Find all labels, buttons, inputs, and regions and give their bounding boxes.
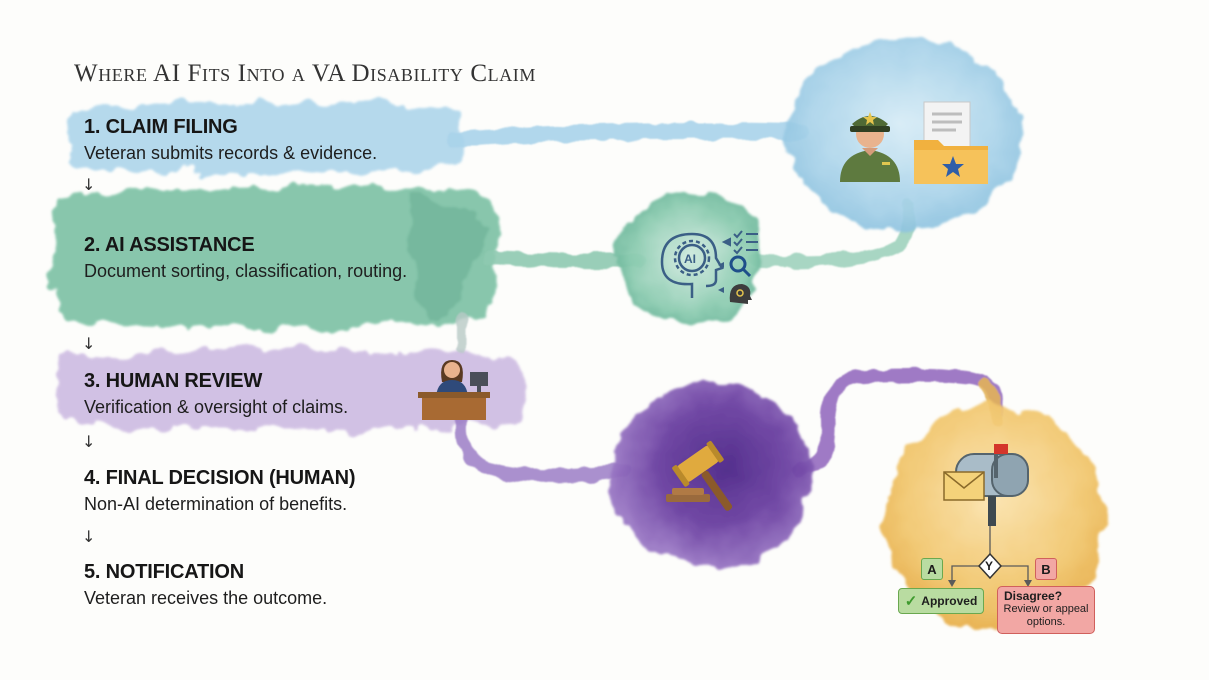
step-final-decision: 4. FINAL DECISION (HUMAN) Non-AI determi… [84, 467, 356, 515]
step-description: Veteran receives the outcome. [84, 588, 328, 608]
step2-wash [53, 185, 497, 328]
step-ai-assistance: 2. AI ASSISTANCE Document sorting, class… [84, 234, 407, 282]
step-heading: 5. NOTIFICATION [84, 561, 244, 583]
branch-y-tag: Y [984, 559, 993, 573]
step1-blob [787, 40, 1023, 230]
step-heading: 2. AI ASSISTANCE [84, 234, 255, 256]
step1-wash [72, 102, 465, 174]
step3-wash [57, 348, 524, 430]
envelope-icon [943, 471, 985, 501]
step2-blob [618, 192, 762, 324]
ai-head-icon: AI [660, 232, 724, 298]
step-description: Verification & oversight of claims. [84, 397, 349, 417]
step-human-review: 3. HUMAN REVIEW Verification & oversight… [84, 370, 348, 418]
step-description: Veteran submits records & evidence. [84, 143, 378, 163]
folder-document-icon [914, 101, 988, 184]
step-claim-filing: 1. CLAIM FILING Veteran submits records … [84, 116, 377, 164]
checklist-icon [721, 230, 758, 255]
arrow-down-icon: ↓ [82, 432, 96, 451]
step4-blob [612, 383, 812, 567]
arrow-down-icon: ↓ [82, 527, 96, 546]
step-description: Document sorting, classification, routin… [84, 261, 408, 281]
page-title: Where AI Fits Into a VA Disability Claim [74, 60, 537, 87]
decision-lines [948, 526, 1032, 587]
magnifier-icon [718, 255, 752, 278]
approved-box: ✓ Approved [898, 588, 984, 614]
disagree-text: Review or appeal options. [1003, 603, 1089, 628]
branch-a-tag: A [921, 558, 943, 580]
step-description: Non-AI determination of benefits. [84, 494, 348, 514]
step-notification: 5. NOTIFICATION Veteran receives the out… [84, 561, 327, 609]
arrow-down-icon: ↓ [82, 175, 96, 194]
step-heading: 1. CLAIM FILING [84, 116, 238, 138]
disagree-title: Disagree? [1004, 589, 1063, 603]
soldier-icon [840, 112, 900, 182]
gavel-icon [666, 440, 733, 511]
approved-label: Approved [921, 594, 978, 608]
person-head-icon [718, 284, 752, 304]
reviewer-at-desk-icon [418, 360, 490, 420]
connectors [447, 123, 1006, 483]
svg-text:AI: AI [684, 252, 696, 266]
step-heading: 3. HUMAN REVIEW [84, 370, 263, 392]
checkmark-icon: ✓ [904, 593, 918, 610]
branch-b-tag: B [1035, 558, 1057, 580]
step-heading: 4. FINAL DECISION (HUMAN) [84, 467, 356, 489]
arrow-down-icon: ↓ [82, 334, 96, 353]
disagree-box: Disagree? Review or appeal options. [997, 586, 1095, 634]
decision-diamond [977, 552, 1003, 580]
